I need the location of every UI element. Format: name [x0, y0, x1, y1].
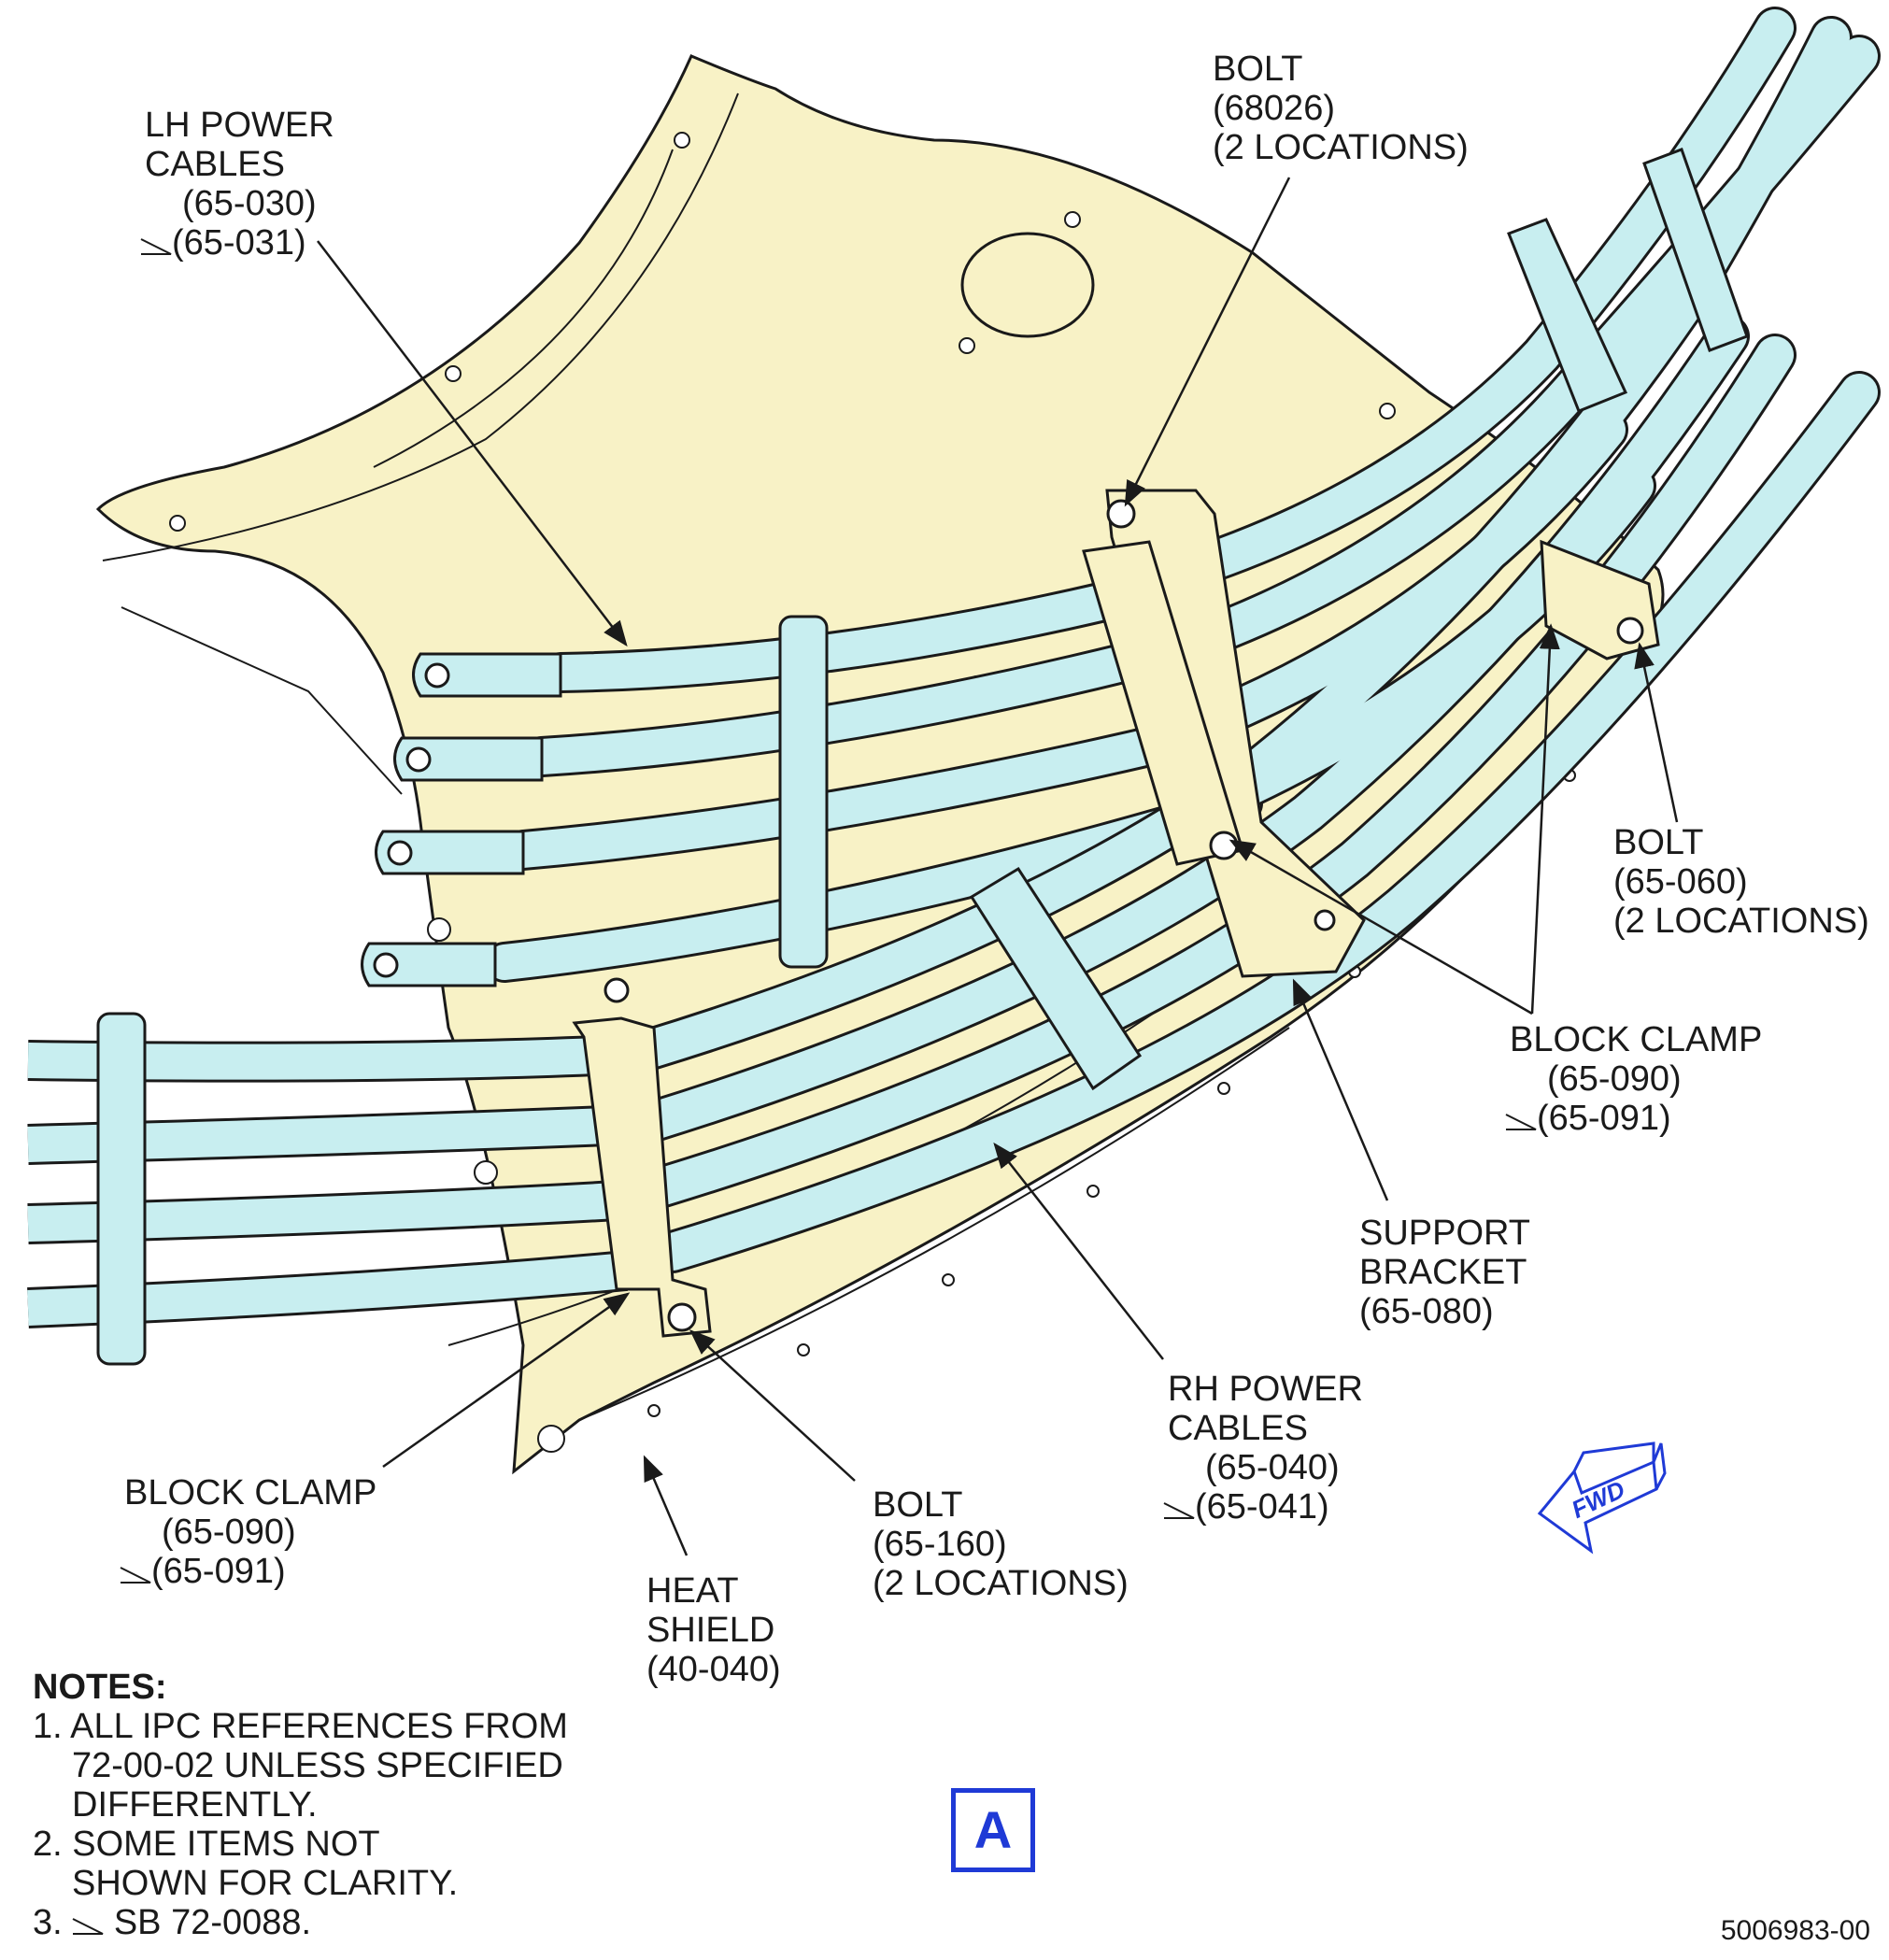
bolt-68026-label: BOLT (68026) (2 LOCATIONS) [1213, 50, 1469, 167]
block-clamp-left-label: BLOCK CLAMP (65-090) (65-091) [120, 1473, 376, 1591]
block-clamp-right-label: BLOCK CLAMP (65-090) (65-091) [1505, 1020, 1762, 1138]
cable-straps [96, 148, 1749, 1366]
support-bracket-label: SUPPORT BRACKET (65-080) [1359, 1214, 1531, 1331]
service-bulletin-flag-icon [1163, 1502, 1195, 1519]
service-bulletin-flag-icon [1505, 1114, 1537, 1130]
service-bulletin-flag-icon [120, 1567, 151, 1584]
view-tag: A [951, 1788, 1035, 1872]
cable-lugs [361, 652, 562, 987]
fwd-arrow [1537, 1442, 1667, 1555]
lh-power-cables-label: LH POWER CABLES (65-030) (65-031) [140, 106, 334, 263]
notes-block: NOTES: 1. ALL IPC REFERENCES FROM 72-00-… [33, 1668, 568, 1942]
bolt-65060-label: BOLT (65-060) (2 LOCATIONS) [1613, 823, 1869, 941]
bolt-65160-label: BOLT (65-160) (2 LOCATIONS) [873, 1485, 1129, 1603]
notes-title: NOTES: [33, 1668, 167, 1707]
service-bulletin-flag-icon [140, 238, 172, 255]
heat-shield-label: HEAT SHIELD (40-040) [646, 1571, 781, 1689]
leader-lines [317, 177, 1679, 1556]
right-block-clamp [1540, 539, 1660, 660]
rh-power-cables-label: RH POWER CABLES (65-040) (65-041) [1163, 1370, 1363, 1527]
figure-number: 5006983-00 [1720, 1915, 1870, 1946]
rh-power-cables [623, 7, 1881, 1273]
service-bulletin-flag-icon [72, 1918, 104, 1935]
